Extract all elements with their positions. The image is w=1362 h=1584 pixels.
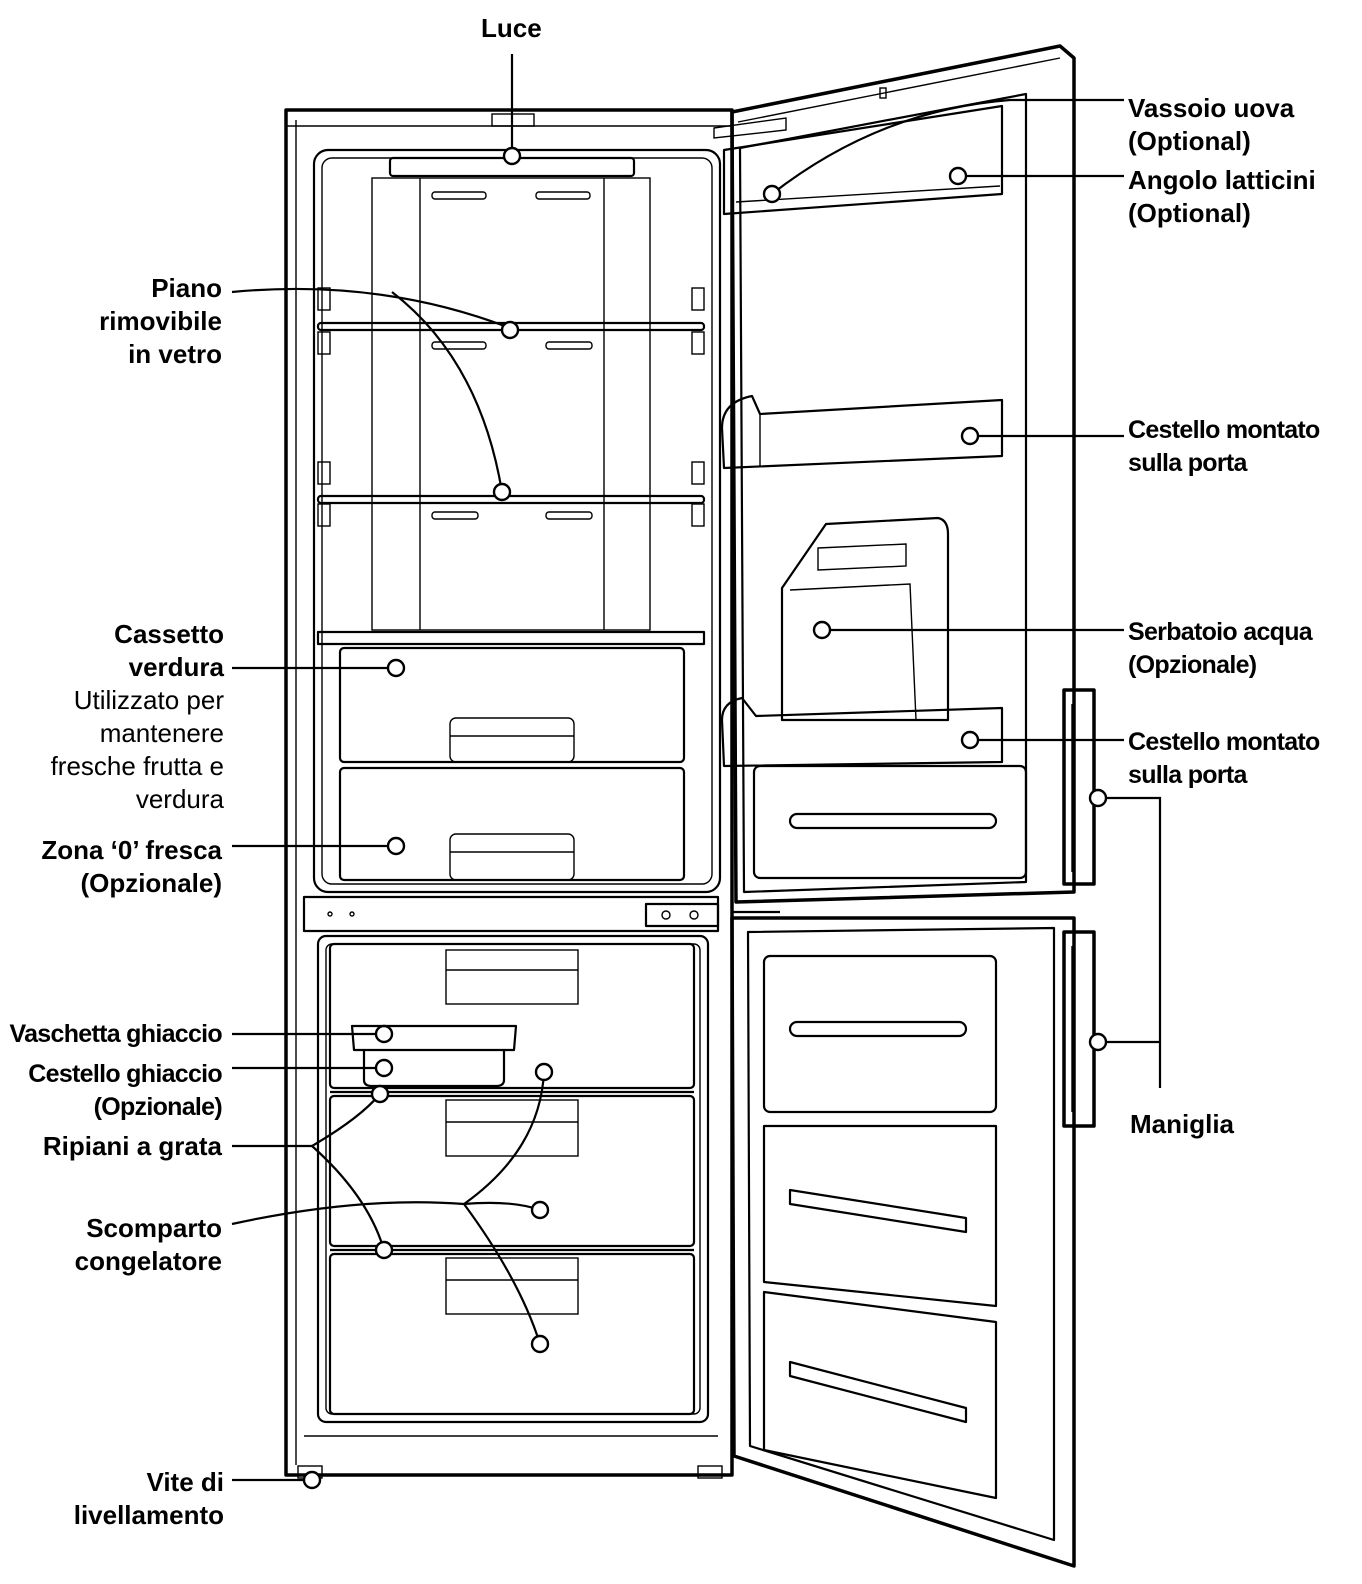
label-cestello-porta-1: Cestello montato sulla porta [1128,414,1320,480]
label-cestello-ghiaccio: Cestello ghiaccio (Opzionale) [28,1058,222,1124]
label-vassoio-uova-line2: (Optional) [1128,125,1294,158]
label-cestello-porta-1-line2: sulla porta [1128,447,1320,480]
label-cestello-porta-2-line1: Cestello montato [1128,726,1320,759]
label-vite-livellamento: Vite di livellamento [74,1466,224,1532]
label-cestello-ghiaccio-line1: Cestello ghiaccio [28,1058,222,1091]
label-cestello-ghiaccio-line2: (Opzionale) [28,1091,222,1124]
label-luce: Luce [481,12,542,45]
label-cestello-porta-1-line1: Cestello montato [1128,414,1320,447]
label-maniglia: Maniglia [1130,1108,1234,1141]
label-zona-fresca: Zona ‘0’ fresca (Opzionale) [41,834,222,900]
label-angolo-latticini-line1: Angolo latticini [1128,164,1316,197]
label-piano-vetro-line3: in vetro [99,338,222,371]
label-scomparto-congelatore-line1: Scomparto [75,1212,222,1245]
label-cassetto-verdura-line1: Cassetto [51,618,224,651]
freezer-compartment [298,936,722,1478]
fridge-cabinet [286,110,732,1475]
freezer-door [732,912,1094,1566]
crisper-drawers [318,632,704,880]
label-vassoio-uova-line1: Vassoio uova [1128,92,1294,125]
label-vite-livellamento-line2: livellamento [74,1499,224,1532]
control-strip [304,897,718,931]
label-vite-livellamento-line1: Vite di [74,1466,224,1499]
fridge-door [714,46,1094,902]
label-cassetto-verdura-desc2: mantenere [51,717,224,750]
label-cassetto-verdura-desc4: verdura [51,783,224,816]
label-vaschetta-ghiaccio-text: Vaschetta ghiaccio [10,1018,223,1051]
label-ripiani-grata: Ripiani a grata [43,1130,222,1163]
label-luce-text: Luce [481,12,542,45]
label-serbatoio-acqua: Serbatoio acqua (Opzionale) [1128,616,1312,682]
label-serbatoio-acqua-line2: (Opzionale) [1128,649,1312,682]
label-piano-vetro-line2: rimovibile [99,305,222,338]
label-piano-vetro: Piano rimovibile in vetro [99,272,222,371]
label-cestello-porta-2-line2: sulla porta [1128,759,1320,792]
label-scomparto-congelatore-line2: congelatore [75,1245,222,1278]
label-zona-fresca-line1: Zona ‘0’ fresca [41,834,222,867]
label-cassetto-verdura-desc3: fresche frutta e [51,750,224,783]
label-angolo-latticini: Angolo latticini (Optional) [1128,164,1316,230]
label-serbatoio-acqua-line1: Serbatoio acqua [1128,616,1312,649]
label-scomparto-congelatore: Scomparto congelatore [75,1212,222,1278]
label-zona-fresca-line2: (Opzionale) [41,867,222,900]
label-cestello-porta-2: Cestello montato sulla porta [1128,726,1320,792]
label-cassetto-verdura: Cassetto verdura Utilizzato per mantener… [51,618,224,816]
label-cassetto-verdura-desc1: Utilizzato per [51,684,224,717]
label-cassetto-verdura-line2: verdura [51,651,224,684]
label-vaschetta-ghiaccio: Vaschetta ghiaccio [10,1018,223,1051]
label-piano-vetro-line1: Piano [99,272,222,305]
callout-markers [304,148,1106,1488]
label-vassoio-uova: Vassoio uova (Optional) [1128,92,1294,158]
label-ripiani-grata-text: Ripiani a grata [43,1130,222,1163]
label-angolo-latticini-line2: (Optional) [1128,197,1316,230]
glass-shelves [318,323,704,503]
label-maniglia-text: Maniglia [1130,1108,1234,1141]
